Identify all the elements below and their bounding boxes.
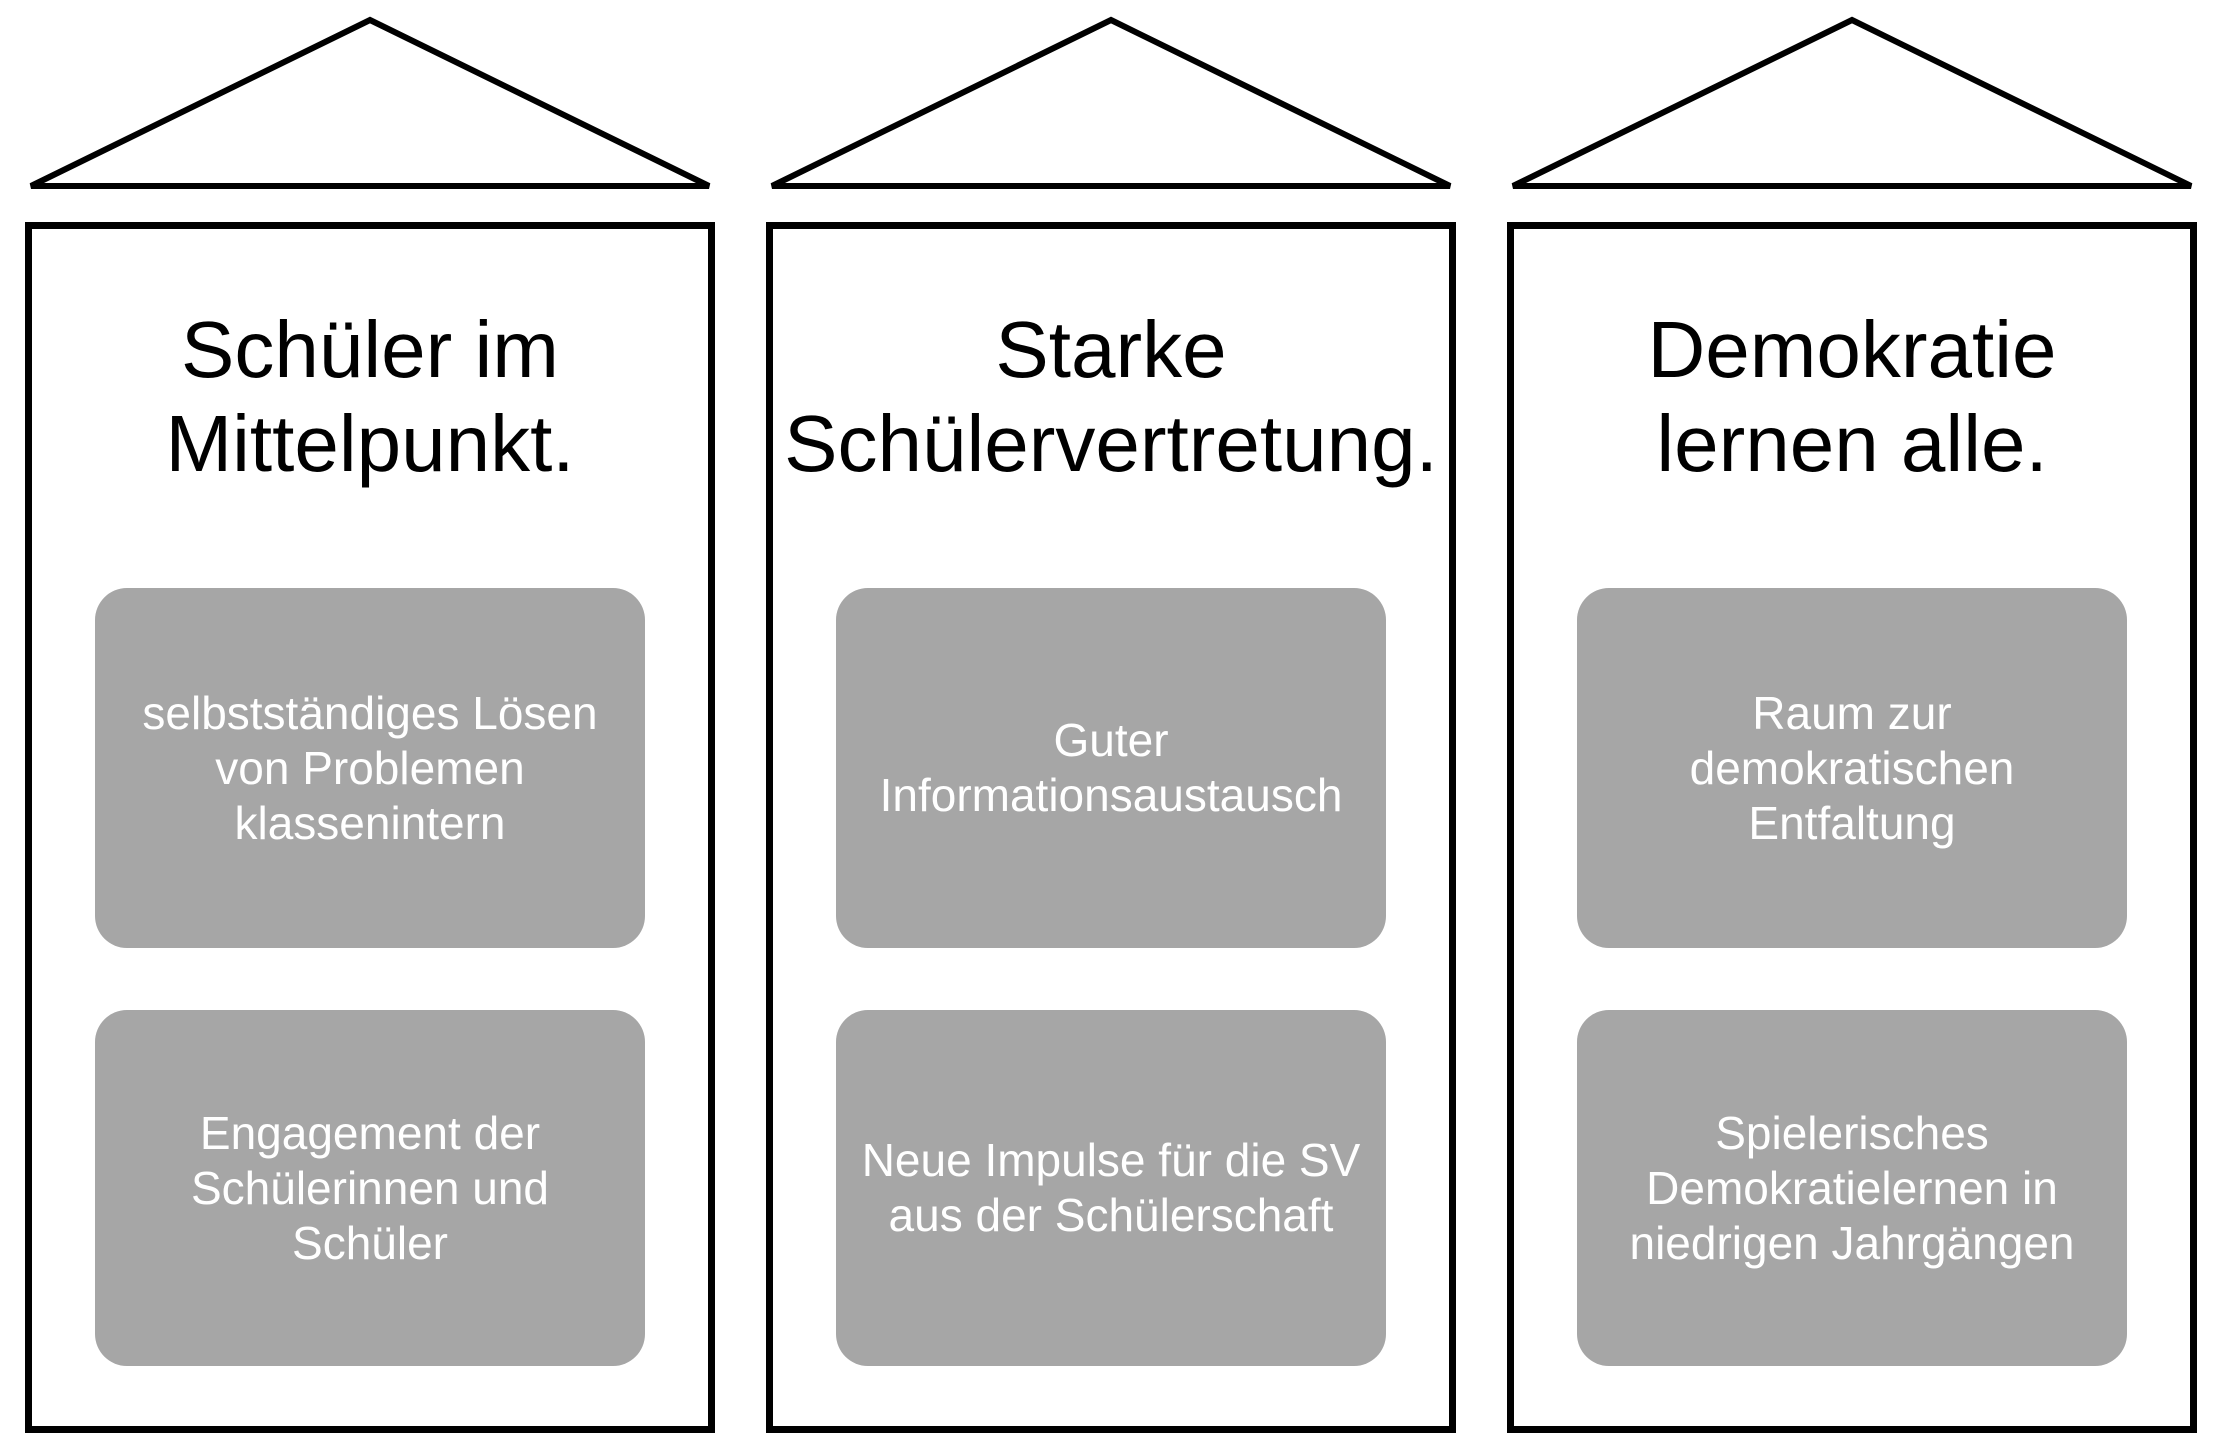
topic-box: Engagement der Schülerinnen und Schüler	[95, 1010, 645, 1366]
house-title: Starke Schülervertretung.	[784, 305, 1438, 488]
topic-box: Spielerisches Demokratielernen in niedri…	[1577, 1010, 2127, 1366]
topic-box-text: Guter Informationsaustausch	[879, 714, 1343, 821]
house-roof	[1511, 16, 2193, 189]
roof-triangle	[29, 16, 711, 189]
topic-box-text: Spielerisches Demokratielernen in niedri…	[1629, 1106, 2075, 1269]
house-panel-3: Demokratie lernen alle. Raum zur demokra…	[1507, 12, 2197, 1433]
house-roof	[770, 16, 1452, 189]
topic-box-text: Engagement der Schülerinnen und Schüler	[190, 1106, 550, 1269]
topic-box-text: Neue Impulse für die SV aus der Schülers…	[861, 1134, 1361, 1241]
roof-triangle	[770, 16, 1452, 189]
house-body: Schüler im Mittelpunkt. selbstständiges …	[25, 222, 715, 1433]
topic-box: Neue Impulse für die SV aus der Schülers…	[836, 1010, 1386, 1366]
topic-box-text: selbstständiges Lösen von Problemen klas…	[142, 686, 598, 849]
house-title: Demokratie lernen alle.	[1647, 305, 2057, 488]
house-panel-2: Starke Schülervertretung. Guter Informat…	[766, 12, 1456, 1433]
house-body: Starke Schülervertretung. Guter Informat…	[766, 222, 1456, 1433]
house-title: Schüler im Mittelpunkt.	[165, 305, 575, 488]
topic-box: selbstständiges Lösen von Problemen klas…	[95, 588, 645, 948]
roof-triangle	[1511, 16, 2193, 189]
topic-box-text: Raum zur demokratischen Entfaltung	[1689, 686, 2015, 849]
topic-box: Raum zur demokratischen Entfaltung	[1577, 588, 2127, 948]
house-roof	[29, 16, 711, 189]
house-panel-1: Schüler im Mittelpunkt. selbstständiges …	[25, 12, 715, 1433]
topic-box: Guter Informationsaustausch	[836, 588, 1386, 948]
house-body: Demokratie lernen alle. Raum zur demokra…	[1507, 222, 2197, 1433]
